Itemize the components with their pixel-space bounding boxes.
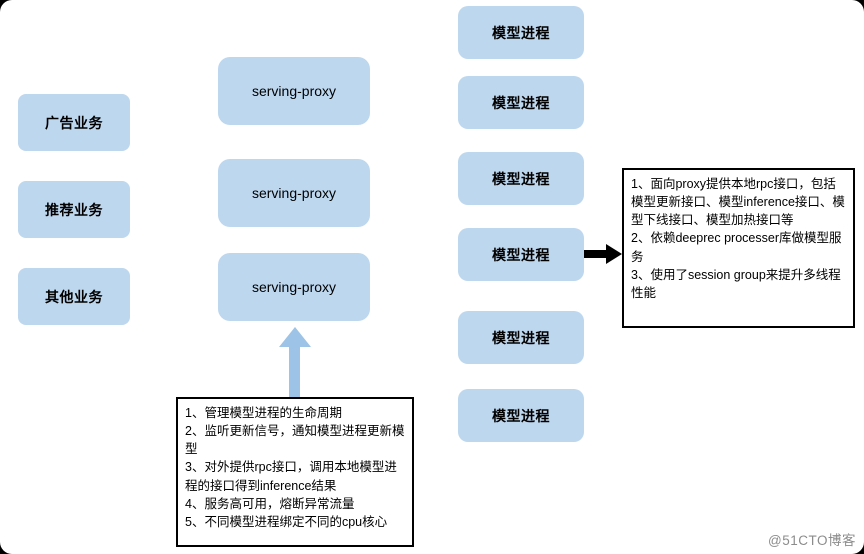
box-model-process-6: 模型进程 xyxy=(458,389,584,442)
model-process-note: 1、面向proxy提供本地rpc接口，包括模型更新接口、模型inference接… xyxy=(622,168,855,328)
box-label: 模型进程 xyxy=(492,246,550,263)
box-model-process-5: 模型进程 xyxy=(458,311,584,364)
box-model-process-4: 模型进程 xyxy=(458,228,584,281)
box-label: 模型进程 xyxy=(492,24,550,41)
box-label: serving-proxy xyxy=(251,185,337,201)
arrow-right-icon xyxy=(606,244,622,264)
box-label: 广告业务 xyxy=(45,114,103,131)
arrow-up-icon xyxy=(279,327,311,347)
box-label: 其他业务 xyxy=(45,288,103,305)
box-serving-proxy-3: serving-proxy xyxy=(218,253,370,321)
box-model-process-3: 模型进程 xyxy=(458,152,584,205)
box-model-process-2: 模型进程 xyxy=(458,76,584,129)
box-model-process-1: 模型进程 xyxy=(458,6,584,59)
watermark: @51CTO博客 xyxy=(768,533,856,548)
box-serving-proxy-2: serving-proxy xyxy=(218,159,370,227)
box-other-business: 其他业务 xyxy=(18,268,130,325)
arrow-up-shaft xyxy=(289,347,300,397)
box-label: 推荐业务 xyxy=(45,201,103,218)
arrow-right-shaft xyxy=(584,250,607,258)
serving-proxy-note: 1、管理模型进程的生命周期 2、监听更新信号，通知模型进程更新模型 3、对外提供… xyxy=(176,397,414,547)
box-label: serving-proxy xyxy=(251,83,337,99)
box-ad-business: 广告业务 xyxy=(18,94,130,151)
box-label: 模型进程 xyxy=(492,170,550,187)
box-serving-proxy-1: serving-proxy xyxy=(218,57,370,125)
box-label: 模型进程 xyxy=(492,407,550,424)
box-label: 模型进程 xyxy=(492,94,550,111)
box-label: 模型进程 xyxy=(492,329,550,346)
box-rec-business: 推荐业务 xyxy=(18,181,130,238)
box-label: serving-proxy xyxy=(251,279,337,295)
